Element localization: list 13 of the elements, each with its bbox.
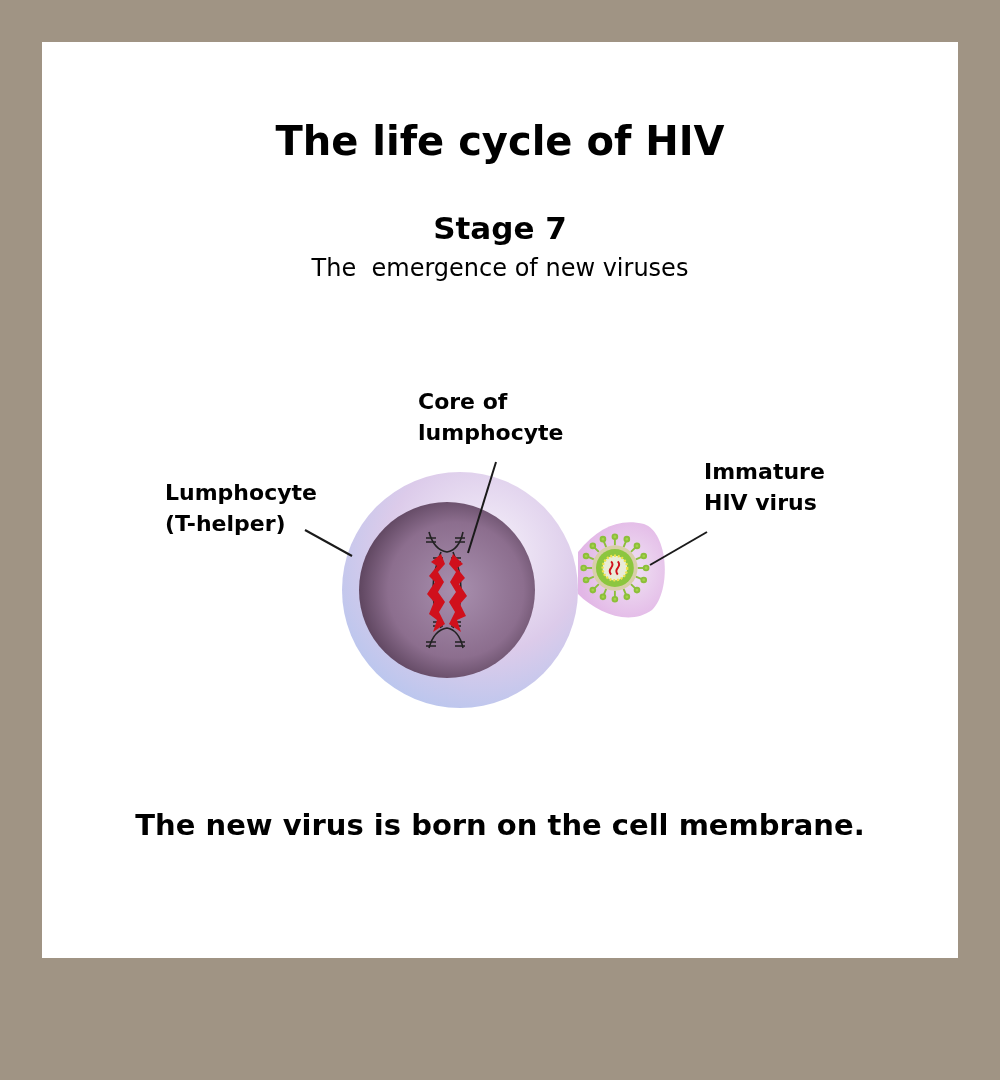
subtitle: The emergence of new viruses — [310, 254, 690, 282]
lymphocyte-cell-drawing — [342, 472, 578, 708]
callout-label: Immature HIV virus — [704, 456, 874, 522]
leader-line — [649, 531, 708, 566]
leader-line — [304, 529, 353, 557]
stage-heading: Stage 7 — [432, 210, 568, 246]
caption: The new virus is born on the cell membrane. — [134, 808, 866, 842]
callout-label: Core of lumphocyte — [418, 386, 588, 452]
title: The life cycle of HIV — [274, 118, 726, 164]
cell-nucleus-drawing — [359, 502, 535, 678]
callout-label: Lumphocyte (T-helper) — [165, 477, 340, 543]
leader-line — [467, 461, 497, 554]
virus-particle-drawing — [578, 531, 648, 605]
